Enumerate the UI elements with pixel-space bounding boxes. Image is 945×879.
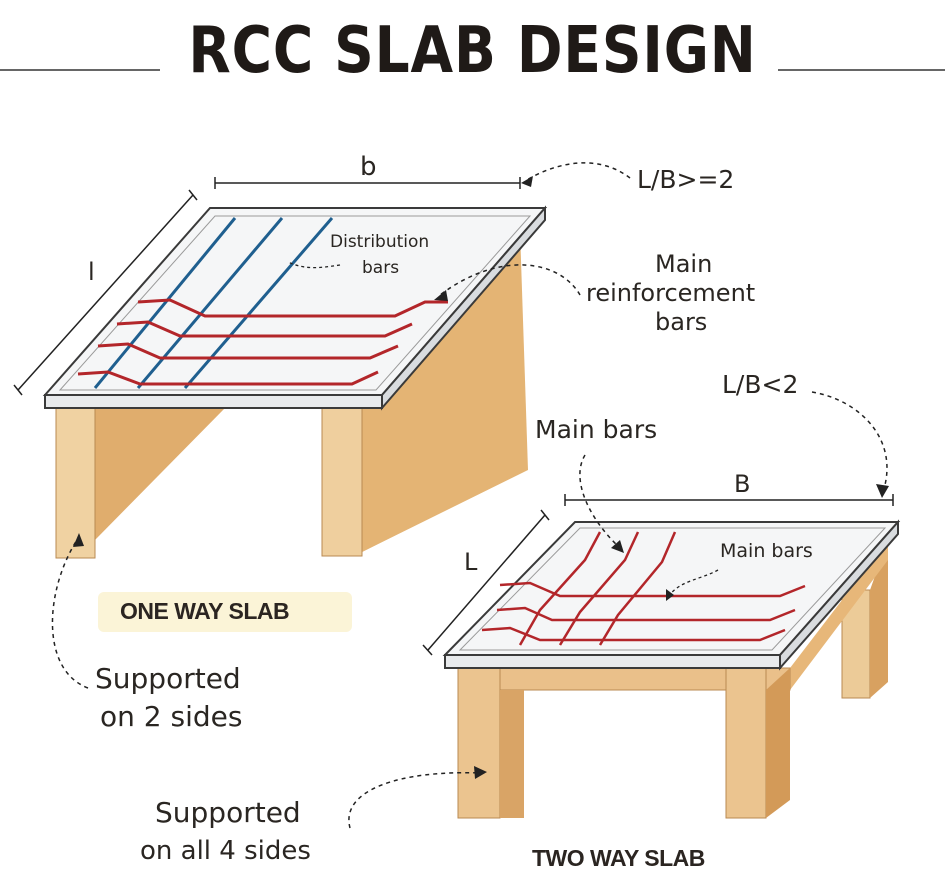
main-reinforcement-label-line3: bars (655, 308, 708, 336)
one-way-slab-edge-side (381, 205, 546, 411)
two-way-caption: TWO WAY SLAB (532, 845, 705, 871)
two-way-slab (348, 391, 901, 829)
two-way-ratio-label: L/B<2 (722, 370, 799, 399)
two-way-main-bar (518, 531, 602, 646)
two-way-support-label-line1: Supported (155, 796, 301, 829)
one-way-support-arrow (51, 539, 89, 689)
two-way-main-bar (496, 606, 796, 622)
distribution-bar (136, 217, 284, 389)
main-reinforcement-bar (97, 342, 399, 360)
one-way-slab (13, 162, 631, 689)
two-way-slab-edge-front (444, 654, 781, 669)
main-bars-outer-arrow (579, 454, 621, 549)
distribution-arrow (287, 261, 341, 269)
one-way-ratio-label: L/B>=2 (637, 165, 735, 194)
distribution-label-line2: bars (362, 258, 400, 278)
two-way-front-right-support (725, 667, 767, 819)
main-reinforcement-label-line2: reinforcement (586, 279, 756, 307)
one-way-right-support-front (321, 407, 363, 557)
distribution-label-line1: Distribution (330, 232, 430, 252)
two-way-main-bar (598, 531, 677, 646)
distribution-bar (93, 217, 237, 389)
page-title: RCC SLAB DESIGN (188, 14, 757, 88)
one-way-left-support-side (95, 408, 225, 540)
two-way-support-label-line2: on all 4 sides (140, 836, 311, 866)
main-reinforcement-bar (116, 320, 413, 338)
main-reinforcement-label-line1: Main (655, 250, 713, 278)
two-way-support-arrow (348, 771, 481, 829)
dimension-line-l (17, 194, 194, 391)
dimension-label-b: b (360, 152, 377, 182)
one-way-caption-highlight (98, 592, 352, 632)
two-way-main-bar (499, 581, 806, 598)
two-way-main-bar (558, 531, 640, 646)
dimension-line-L (427, 514, 546, 651)
one-way-caption: ONE WAY SLAB (120, 598, 290, 624)
one-way-slab-edge-front (44, 394, 383, 409)
dimension-label-l: l (88, 258, 95, 286)
dimension-label-B: B (734, 470, 751, 498)
one-way-support-label-line1: Supported (95, 662, 241, 695)
two-way-front-left-support (457, 667, 501, 819)
ratio-arrow (524, 162, 631, 182)
two-way-slab-edge-side (779, 519, 899, 671)
main-reinforcement-bar (77, 370, 379, 386)
main-bars-inner-label: Main bars (720, 540, 813, 562)
two-way-ratio-arrow (811, 391, 888, 493)
two-way-main-bar (481, 626, 786, 642)
distribution-bar (183, 217, 334, 389)
one-way-left-support-front (55, 407, 96, 559)
main-bars-outer-label: Main bars (535, 415, 658, 444)
dimension-label-L: L (464, 548, 478, 576)
main-reinforcement-arrow (439, 264, 581, 296)
main-reinforcement-bar (137, 298, 448, 318)
one-way-support-label-line2: on 2 sides (100, 700, 243, 733)
